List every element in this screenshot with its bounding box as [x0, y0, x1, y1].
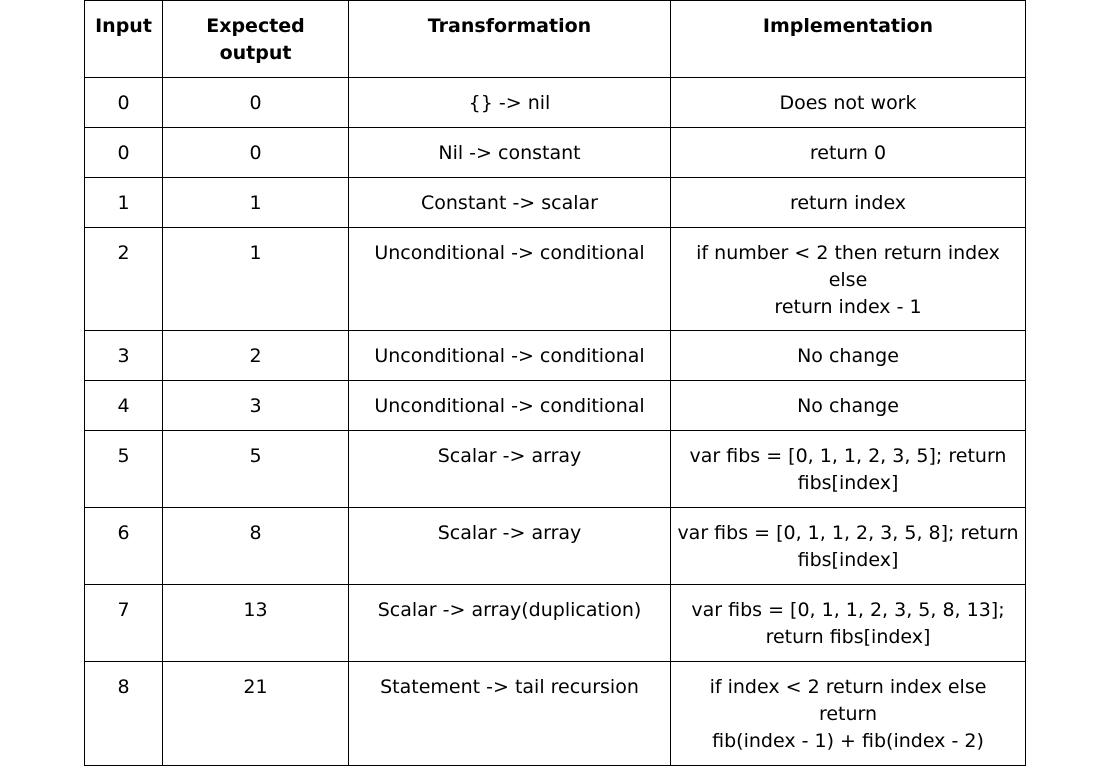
- cell-input: 0: [84, 127, 163, 178]
- implementation-line: No change: [797, 345, 899, 367]
- cell-implementation: if number < 2 then return index else retur…: [670, 227, 1026, 331]
- implementation-line: fibs[index]: [797, 472, 899, 494]
- cell-expected-output: 1: [162, 177, 349, 228]
- implementation-line: fib(index - 1) + fib(index - 2): [712, 730, 984, 752]
- header-implementation: Implementation: [670, 0, 1026, 78]
- header-expected-output-label: Expected output: [206, 15, 305, 64]
- cell-expected-output: 1: [162, 227, 349, 331]
- cell-transformation: Constant -> scalar: [348, 177, 671, 228]
- implementation-line: return index: [789, 192, 907, 214]
- implementation-line: Does not work: [779, 92, 917, 114]
- cell-implementation: No change: [670, 380, 1026, 431]
- cell-implementation: return 0: [670, 127, 1026, 178]
- cell-implementation: var fibs = [0, 1, 1, 2, 3, 5, 8]; return…: [670, 507, 1026, 585]
- cell-expected-output: 0: [162, 77, 349, 128]
- implementation-line: return index - 1: [774, 296, 922, 318]
- cell-implementation: if index < 2 return index else return fib(…: [670, 661, 1026, 766]
- header-transformation: Transformation: [348, 0, 671, 78]
- cell-expected-output: 0: [162, 127, 349, 178]
- implementation-line: var fibs = [0, 1, 1, 2, 3, 5, 8]; return: [677, 522, 1019, 544]
- cell-input: 8: [84, 661, 163, 766]
- cell-transformation: Unconditional -> conditional: [348, 330, 671, 381]
- cell-implementation: No change: [670, 330, 1026, 381]
- implementation-line: No change: [797, 395, 899, 417]
- cell-expected-output: 2: [162, 330, 349, 381]
- cell-transformation: Scalar -> array(duplication): [348, 584, 671, 662]
- cell-input: 3: [84, 330, 163, 381]
- cell-transformation: Unconditional -> conditional: [348, 227, 671, 331]
- cell-transformation: Nil -> constant: [348, 127, 671, 178]
- cell-input: 5: [84, 430, 163, 508]
- implementation-line: if number < 2 then return index: [696, 242, 1000, 264]
- cell-transformation: Statement -> tail recursion: [348, 661, 671, 766]
- implementation-line: var fibs = [0, 1, 1, 2, 3, 5, 8, 13];: [691, 599, 1005, 621]
- implementation-line: return 0: [809, 142, 887, 164]
- cell-input: 7: [84, 584, 163, 662]
- cell-implementation: return index: [670, 177, 1026, 228]
- implementation-line: var fibs = [0, 1, 1, 2, 3, 5]; return: [689, 445, 1007, 467]
- cell-implementation: var fibs = [0, 1, 1, 2, 3, 5]; return fib…: [670, 430, 1026, 508]
- header-input: Input: [84, 0, 163, 78]
- cell-implementation: Does not work: [670, 77, 1026, 128]
- cell-transformation: {} -> nil: [348, 77, 671, 128]
- cell-expected-output: 3: [162, 380, 349, 431]
- cell-implementation: var fibs = [0, 1, 1, 2, 3, 5, 8, 13]; ret…: [670, 584, 1026, 662]
- table-header-row: Input Expected output Transformation Imp…: [84, 0, 1026, 78]
- implementation-line: return: [818, 703, 878, 725]
- cell-expected-output: 13: [162, 584, 349, 662]
- header-expected-output: Expected output: [162, 0, 349, 78]
- fibonacci-tdd-table: Input Expected output Transformation Imp…: [84, 0, 1026, 766]
- cell-transformation: Scalar -> array: [348, 507, 671, 585]
- cell-input: 1: [84, 177, 163, 228]
- cell-input: 6: [84, 507, 163, 585]
- cell-transformation: Unconditional -> conditional: [348, 380, 671, 431]
- cell-input: 0: [84, 77, 163, 128]
- cell-input: 2: [84, 227, 163, 331]
- cell-expected-output: 21: [162, 661, 349, 766]
- implementation-line: fibs[index]: [797, 549, 899, 571]
- implementation-line: return fibs[index]: [765, 626, 931, 648]
- implementation-line: else: [828, 269, 868, 291]
- cell-transformation: Scalar -> array: [348, 430, 671, 508]
- cell-input: 4: [84, 380, 163, 431]
- cell-expected-output: 5: [162, 430, 349, 508]
- implementation-line: if index < 2 return index else: [709, 676, 987, 698]
- cell-expected-output: 8: [162, 507, 349, 585]
